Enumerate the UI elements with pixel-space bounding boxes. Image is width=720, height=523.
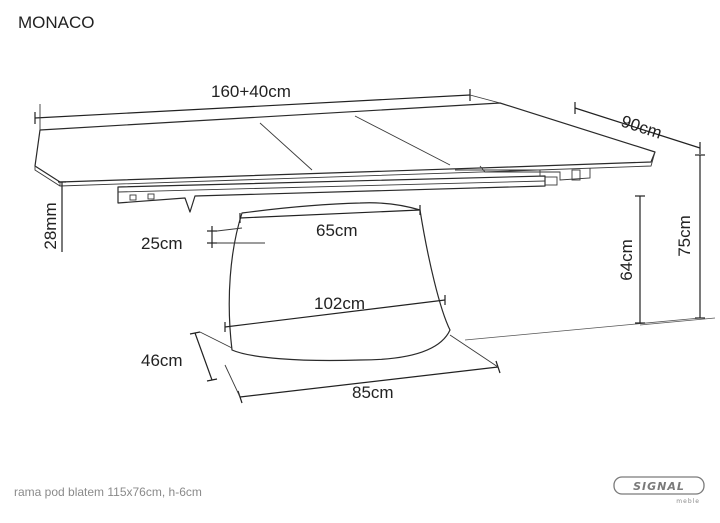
label-base-depth: 46cm <box>141 351 183 370</box>
label-under-frame: 64cm <box>617 239 636 281</box>
label-base-width: 85cm <box>352 383 394 402</box>
table-top <box>34 102 656 187</box>
brand-name: SIGNAL <box>633 480 685 493</box>
dimension-base-depth <box>189 331 233 382</box>
dimension-height <box>695 154 705 319</box>
label-pedestal-bottom: 102cm <box>314 294 365 313</box>
dimension-under-frame <box>635 195 645 324</box>
label-height: 75cm <box>675 215 694 257</box>
ground-lines <box>464 317 716 341</box>
label-top-thickness: 28mm <box>41 202 60 249</box>
dimension-pedestal-top <box>239 205 421 223</box>
dimension-length <box>34 89 501 130</box>
product-title: MONACO <box>18 13 95 32</box>
brand-sub: meble <box>676 498 700 505</box>
dimension-depth <box>574 102 701 154</box>
label-pedestal-offset: 25cm <box>141 234 183 253</box>
dimension-top-thickness <box>58 181 66 252</box>
label-length: 160+40cm <box>211 82 291 101</box>
pedestal <box>228 202 451 362</box>
dimension-pedestal-bottom <box>224 295 446 332</box>
frame-rail <box>117 165 591 213</box>
label-depth: 90cm <box>619 112 664 143</box>
dimension-pedestal-offset <box>207 226 265 248</box>
label-pedestal-top: 65cm <box>316 221 358 240</box>
signal-logo: SIGNAL meble <box>613 476 705 505</box>
dimension-base-width <box>224 334 501 404</box>
footnote-frame-size: rama pod blatem 115x76cm, h-6cm <box>14 485 202 499</box>
